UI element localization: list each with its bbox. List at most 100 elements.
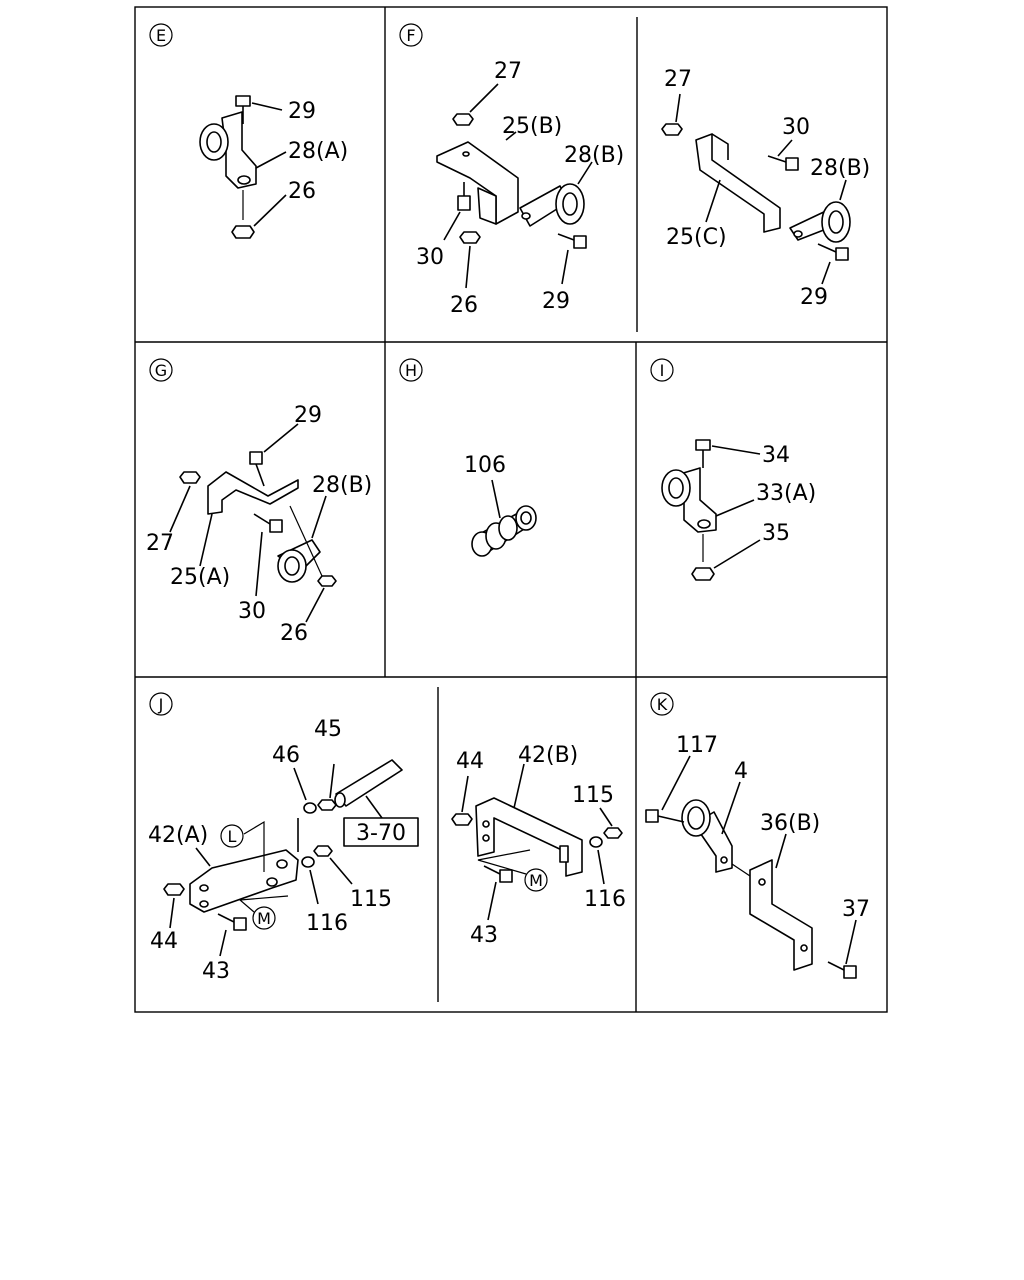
marker-l: L bbox=[220, 824, 244, 848]
label-25a: 25(A) bbox=[170, 565, 230, 590]
clamp-28a bbox=[199, 111, 257, 189]
nut-27-g bbox=[179, 471, 201, 484]
label-26: 26 bbox=[280, 621, 308, 646]
nut-26 bbox=[231, 225, 255, 239]
nut-26-f bbox=[459, 231, 481, 244]
label-42b: 42(B) bbox=[518, 743, 578, 768]
label-30: 30 bbox=[782, 115, 810, 140]
label-26: 26 bbox=[450, 293, 478, 318]
label-116: 116 bbox=[306, 911, 348, 936]
panel-tag-k: K bbox=[650, 692, 674, 716]
svg-text:I: I bbox=[660, 361, 665, 380]
label-27: 27 bbox=[664, 67, 692, 92]
nut-115-j2 bbox=[603, 827, 623, 839]
label-25b: 25(B) bbox=[502, 114, 562, 139]
svg-text:J: J bbox=[158, 695, 164, 714]
label-25c: 25(C) bbox=[666, 225, 727, 250]
nut-27-right bbox=[661, 123, 683, 136]
clamp-4 bbox=[681, 799, 733, 873]
label-45: 45 bbox=[314, 717, 342, 742]
panel-f: F 27 25(B) 28(B) 30 bbox=[399, 23, 624, 318]
marker-m-j: M bbox=[252, 906, 276, 930]
svg-text:M: M bbox=[529, 871, 543, 890]
label-34: 34 bbox=[762, 443, 790, 468]
label-117: 117 bbox=[676, 733, 718, 758]
label-44: 44 bbox=[456, 749, 484, 774]
label-30: 30 bbox=[238, 599, 266, 624]
label-116: 116 bbox=[584, 887, 626, 912]
label-27: 27 bbox=[494, 59, 522, 84]
svg-text:L: L bbox=[228, 827, 237, 846]
bracket-25c bbox=[695, 133, 781, 233]
rod-45 bbox=[334, 759, 403, 808]
bracket-25a bbox=[207, 471, 299, 515]
panel-tag-f: F bbox=[399, 23, 423, 47]
nut-26-g bbox=[317, 575, 337, 587]
nut-35 bbox=[691, 567, 715, 581]
bolt-30-right bbox=[767, 155, 799, 171]
label-35: 35 bbox=[762, 521, 790, 546]
panel-h: H 106 bbox=[399, 358, 537, 557]
clamp-33a bbox=[661, 467, 717, 533]
label-46: 46 bbox=[272, 743, 300, 768]
bolt-30-g bbox=[253, 513, 283, 533]
bolt-43-j bbox=[217, 913, 247, 931]
bolt-34 bbox=[695, 439, 711, 562]
label-28b: 28(B) bbox=[312, 473, 372, 498]
label-26: 26 bbox=[288, 179, 316, 204]
label-43: 43 bbox=[470, 923, 498, 948]
nut-44-j bbox=[163, 883, 185, 896]
svg-text:M: M bbox=[257, 909, 271, 928]
bolt-29-g bbox=[249, 451, 323, 577]
bracket-36b bbox=[749, 859, 813, 971]
label-28b: 28(B) bbox=[810, 156, 870, 181]
washer-116-j2 bbox=[589, 836, 603, 848]
panel-i: I 34 33(A) 35 bbox=[650, 358, 816, 581]
bolt-29-f bbox=[557, 233, 587, 249]
bolt-30-f bbox=[457, 182, 471, 211]
label-29: 29 bbox=[542, 289, 570, 314]
panel-tag-e: E bbox=[149, 23, 173, 47]
clamp-28b-f bbox=[519, 183, 585, 227]
washer-116-j bbox=[301, 856, 315, 868]
panel-j-right: M 44 42(B) 115 116 43 bbox=[451, 743, 626, 948]
panel-tag-i: I bbox=[650, 358, 674, 382]
bolt-43-j2 bbox=[483, 865, 513, 883]
label-44: 44 bbox=[150, 929, 178, 954]
nut-27-f bbox=[452, 113, 474, 126]
label-33a: 33(A) bbox=[756, 481, 816, 506]
bolt-37 bbox=[827, 961, 857, 979]
panel-tag-j: J bbox=[149, 692, 173, 716]
svg-text:H: H bbox=[405, 361, 417, 380]
label-27: 27 bbox=[146, 531, 174, 556]
nut-45 bbox=[317, 799, 337, 811]
svg-text:K: K bbox=[657, 695, 668, 714]
bolt-117 bbox=[645, 809, 685, 823]
svg-text:E: E bbox=[156, 26, 166, 45]
clamp-28b-right bbox=[789, 201, 851, 243]
panel-j: J 3-70 L bbox=[148, 692, 419, 984]
svg-text:G: G bbox=[155, 361, 167, 380]
label-29: 29 bbox=[294, 403, 322, 428]
label-37: 37 bbox=[842, 897, 870, 922]
label-43: 43 bbox=[202, 959, 230, 984]
bolt-29 bbox=[235, 95, 251, 220]
panel-tag-g: G bbox=[149, 358, 173, 382]
label-28b: 28(B) bbox=[564, 143, 624, 168]
label-28a: 28(A) bbox=[288, 139, 348, 164]
label-115: 115 bbox=[572, 783, 614, 808]
bracket-25b bbox=[436, 141, 519, 225]
bracket-42b bbox=[475, 797, 583, 877]
svg-text:F: F bbox=[406, 26, 415, 45]
panel-f-right: 27 30 28(B) 25(C) 29 bbox=[661, 67, 870, 310]
lever-42a bbox=[189, 849, 299, 913]
diagram-frame bbox=[134, 6, 888, 1013]
label-115: 115 bbox=[350, 887, 392, 912]
label-42a: 42(A) bbox=[148, 823, 208, 848]
nut-44-j2 bbox=[451, 813, 473, 826]
bolt-29-right bbox=[817, 243, 849, 261]
washer-46 bbox=[303, 802, 317, 814]
nut-115-j bbox=[313, 845, 333, 857]
label-36b: 36(B) bbox=[760, 811, 820, 836]
